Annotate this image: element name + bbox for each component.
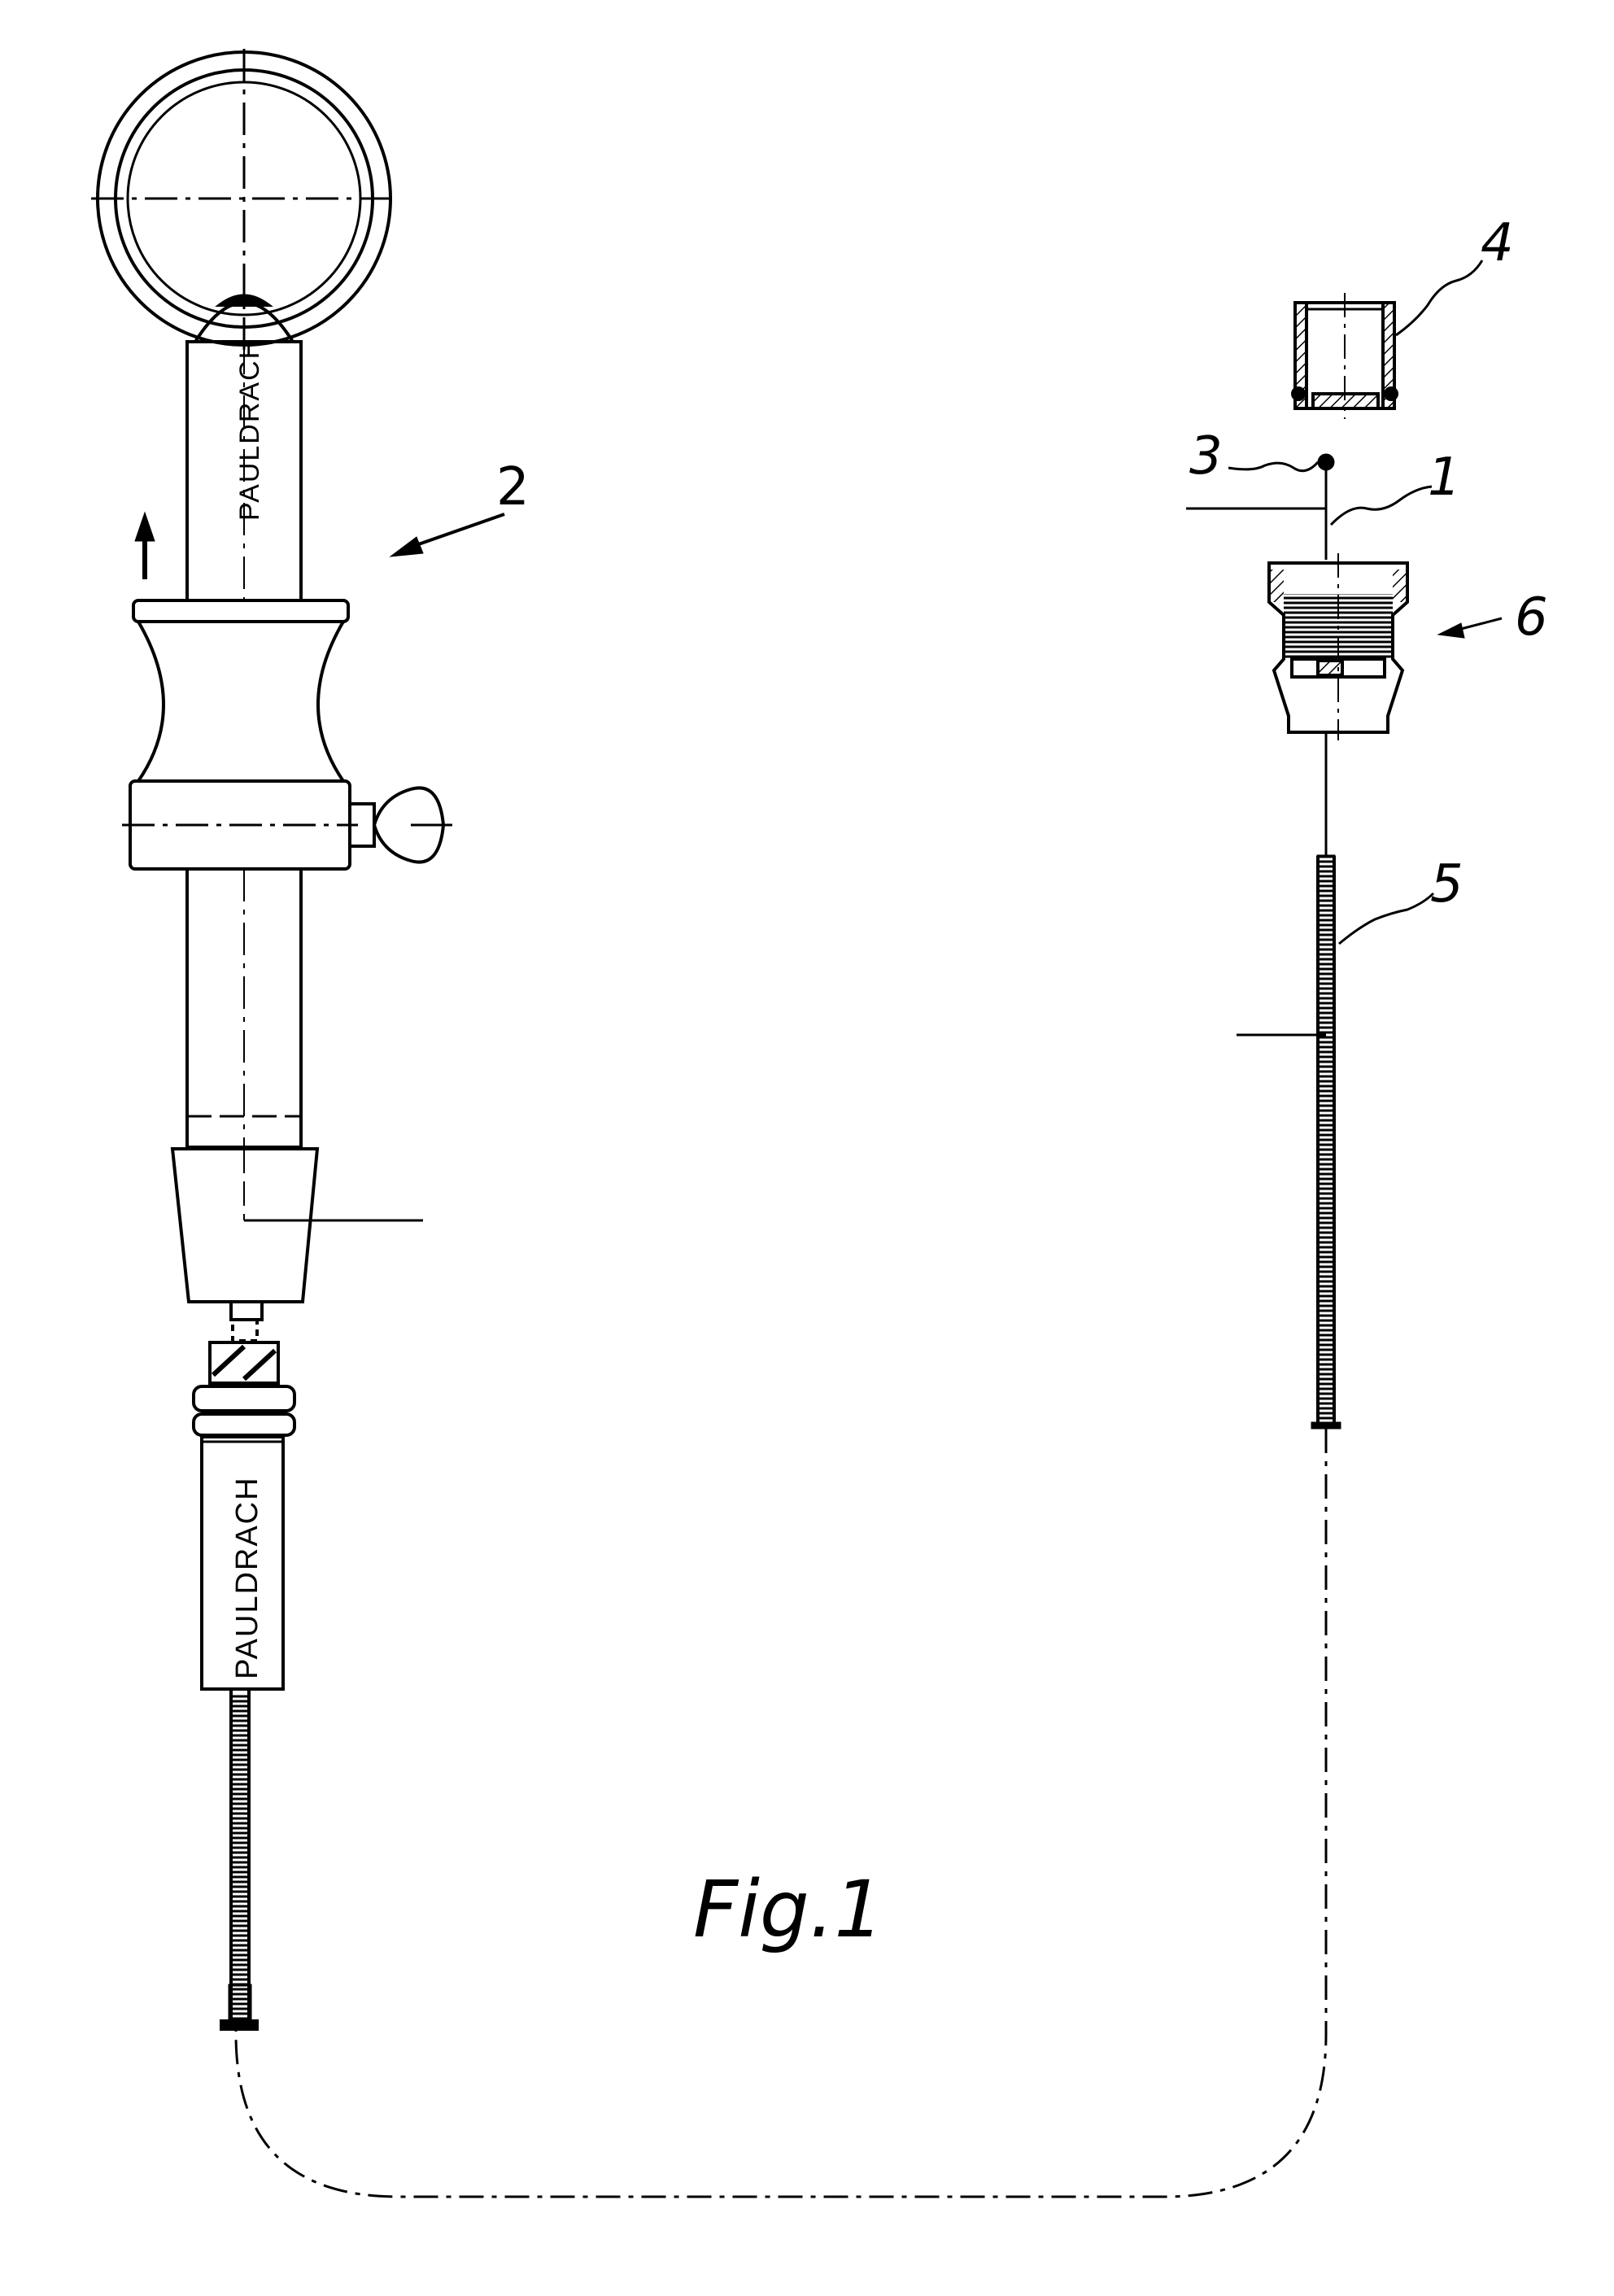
leader-instrument (390, 514, 504, 557)
brand-upper: PAULDRACH (234, 338, 265, 521)
cap-part (1293, 293, 1397, 419)
label-wire: 1 (1428, 447, 1461, 508)
leader-ball-tip (1228, 462, 1318, 471)
brand-lower: PAULDRACH (230, 1476, 264, 1679)
leader-connector (1438, 618, 1502, 638)
ball-tip (1318, 454, 1334, 470)
instrument-handle (91, 49, 452, 1320)
figure-caption: Fig.1 (693, 1864, 883, 1955)
label-instrument: 2 (496, 457, 530, 517)
label-connector: 6 (1515, 587, 1548, 648)
wire-loop-path (236, 1429, 1326, 2197)
label-sleeve: 5 (1430, 854, 1464, 914)
connector-part (1269, 553, 1407, 740)
sleeve-part (1237, 856, 1341, 1429)
label-cap: 4 (1481, 213, 1514, 273)
pull-direction-arrow-icon (135, 513, 155, 579)
label-ball-tip: 3 (1189, 426, 1223, 487)
leader-wire (1331, 487, 1432, 525)
leader-sleeve (1339, 893, 1433, 944)
leader-cap (1396, 260, 1482, 335)
grip-spool (138, 622, 343, 781)
